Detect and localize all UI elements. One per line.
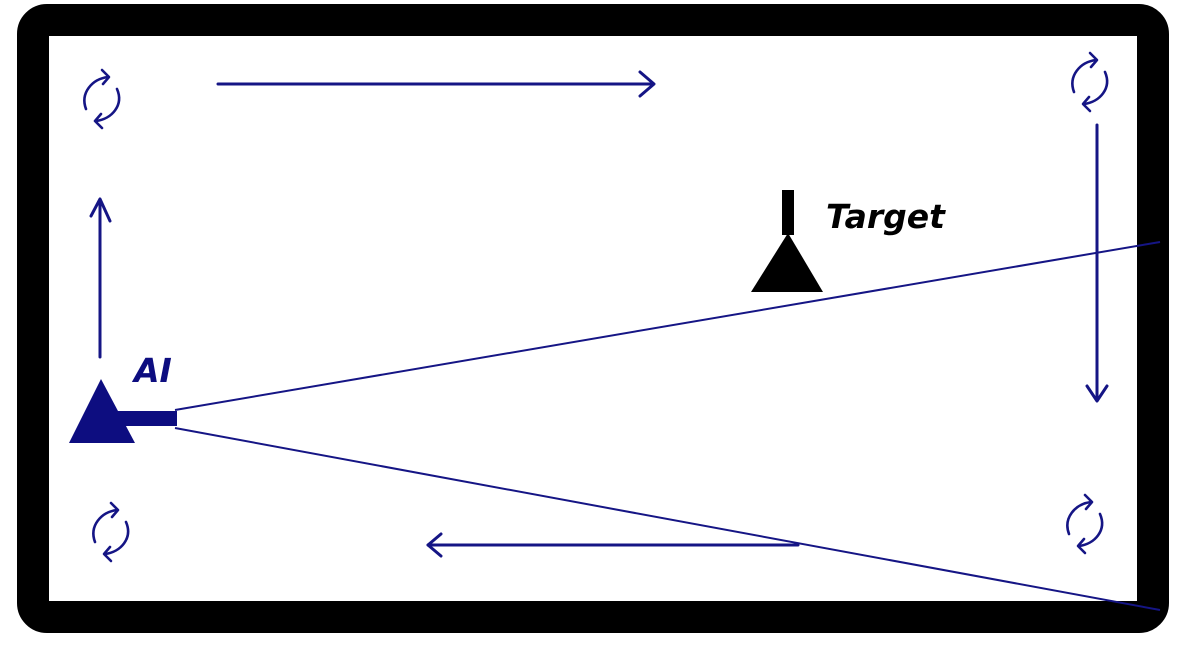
arrow-icon: [426, 532, 800, 558]
ai-agent-icon: [69, 379, 177, 443]
rotate-arrows-icon: [1071, 51, 1109, 113]
target-icon: [751, 190, 823, 292]
vision-line-lower: [174, 427, 1161, 611]
rotate-arrows-icon: [83, 68, 121, 130]
patrol-arrows: [89, 70, 1109, 558]
arena-frame: [17, 4, 1169, 633]
target-pole: [782, 190, 794, 235]
rotate-arrows-icon: [92, 501, 130, 563]
target-label: Target: [826, 197, 945, 236]
ai-vision-cone: [174, 241, 1161, 611]
rotate-arrows-icon: [1066, 493, 1104, 555]
vision-line-upper: [174, 241, 1161, 411]
arrow-icon: [89, 197, 112, 359]
ai-agent-body: [69, 379, 135, 443]
arrow-icon: [1085, 123, 1109, 403]
target-base: [751, 233, 823, 292]
ai-agent-pointer: [113, 411, 177, 426]
arrow-icon: [216, 70, 656, 98]
ai-label: AI: [134, 351, 172, 390]
